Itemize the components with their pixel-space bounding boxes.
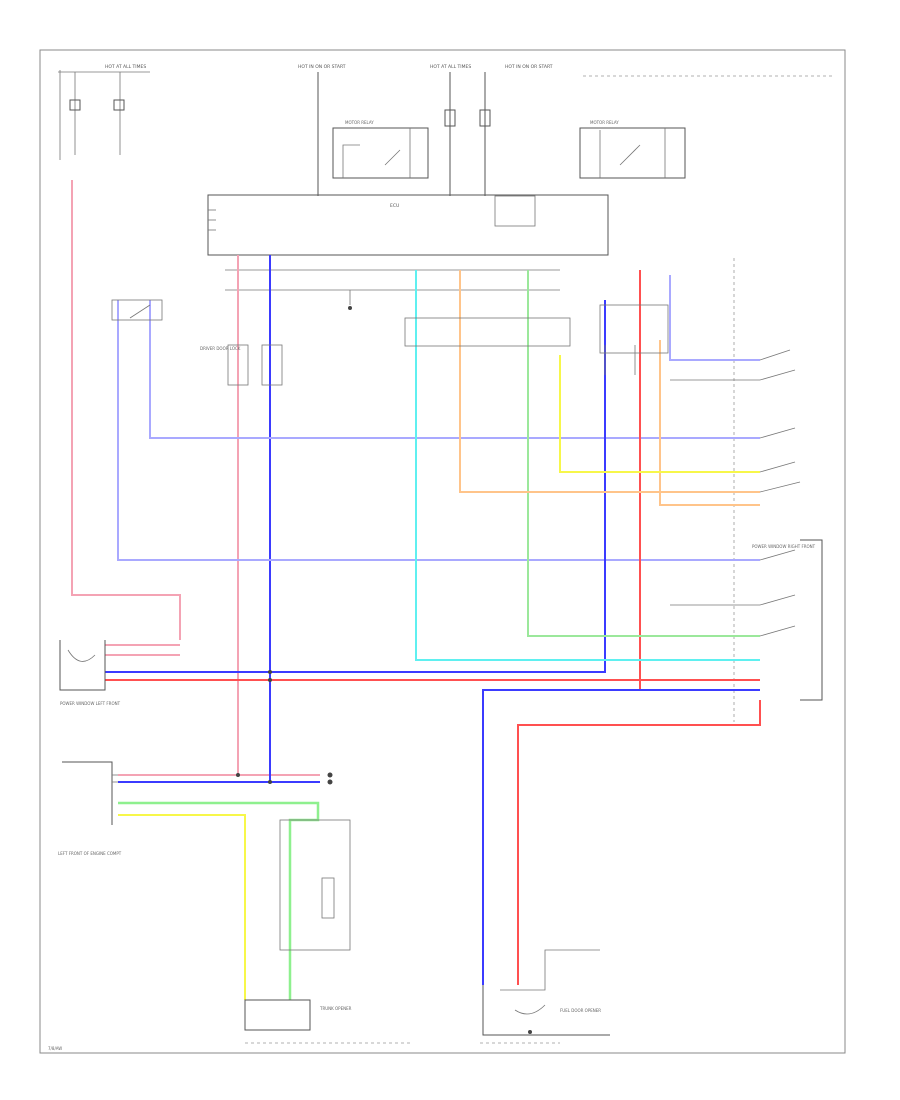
diagram-frame <box>39 49 846 1054</box>
ecu-connector-row <box>225 269 560 291</box>
svg-text:MOTOR RELAY: MOTOR RELAY <box>590 120 619 125</box>
top-fuse-group: HOT AT ALL TIMES HOT IN ON OR START HOT … <box>58 64 553 196</box>
center-connector <box>348 290 571 347</box>
wire-cyan <box>415 270 760 661</box>
wire-orange-2 <box>659 340 760 506</box>
wire-lgreen-bottom <box>118 801 320 1000</box>
motor-relay-left: MOTOR RELAY <box>332 120 429 179</box>
svg-text:FUEL DOOR OPENER: FUEL DOOR OPENER <box>560 1008 601 1013</box>
right-component-block: POWER WINDOW RIGHT FRONT <box>752 539 823 701</box>
wire-lblue-right <box>669 275 760 361</box>
right-connector <box>599 304 669 375</box>
svg-text:POWER WINDOW RIGHT FRONT: POWER WINDOW RIGHT FRONT <box>752 544 816 549</box>
fuse-label-2: HOT IN ON OR START <box>298 64 346 70</box>
wire-red-right <box>639 270 760 691</box>
ecu-box: ECU <box>207 194 609 256</box>
motor-relay-right: MOTOR RELAY <box>579 120 686 179</box>
wire-yellow <box>559 355 760 473</box>
wire-yellow-bottom <box>118 814 246 1000</box>
right-switch-contacts <box>670 349 801 637</box>
fuse-label-4: HOT IN ON OR START <box>505 64 553 70</box>
wire-orange <box>459 270 760 493</box>
svg-text:POWER WINDOW LEFT FRONT: POWER WINDOW LEFT FRONT <box>60 701 121 706</box>
bottom-right-component: FUEL DOOR OPENER <box>482 949 610 1036</box>
wire-lblue-1 <box>149 300 760 439</box>
page-id: 7/8/AW <box>48 1046 62 1051</box>
svg-text:TRUNK OPENER: TRUNK OPENER <box>319 1006 352 1011</box>
left-component-block: POWER WINDOW LEFT FRONT <box>59 640 121 706</box>
fuse-label-3: HOT AT ALL TIMES <box>430 64 471 70</box>
left-switch <box>111 299 163 321</box>
bottom-left-connector: LEFT FRONT OF ENGINE COMPT <box>58 670 333 856</box>
svg-text:MOTOR RELAY: MOTOR RELAY <box>345 120 374 125</box>
svg-text:LEFT FRONT OF ENGINE COMPT: LEFT FRONT OF ENGINE COMPT <box>58 851 122 856</box>
wire-blue-down <box>482 689 760 985</box>
wire-pink-left <box>71 180 181 640</box>
bottom-center-component: TRUNK OPENER <box>244 819 352 1031</box>
svg-text:ECU: ECU <box>390 203 399 209</box>
wire-red-down <box>517 700 761 985</box>
wire-lblue-2 <box>117 300 760 561</box>
mid-switches: DRIVER DOOR LOCK <box>200 344 283 386</box>
fuse-label-1: HOT AT ALL TIMES <box>105 64 146 70</box>
svg-text:DRIVER DOOR LOCK: DRIVER DOOR LOCK <box>200 346 241 351</box>
wire-green <box>527 270 760 637</box>
